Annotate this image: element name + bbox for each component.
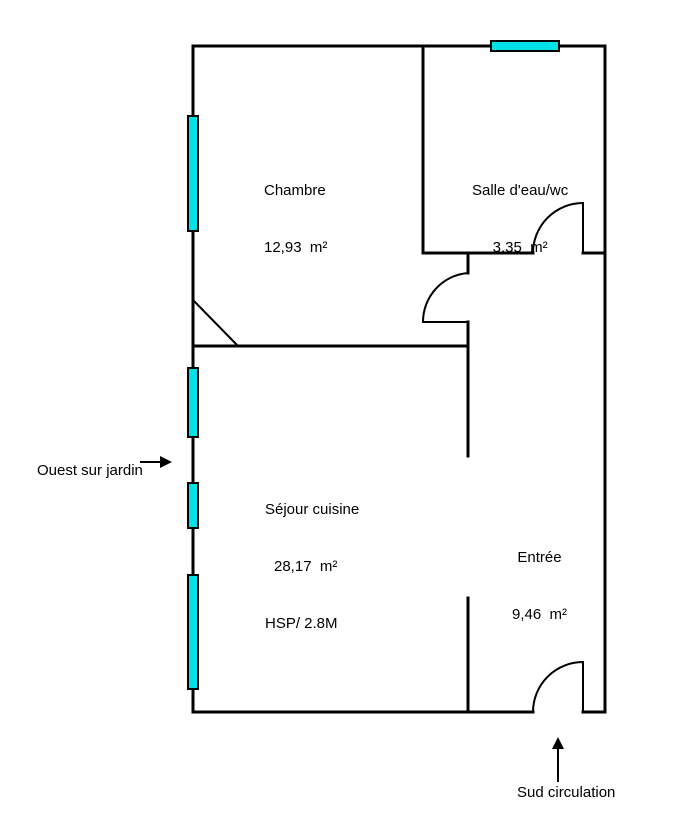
orientation-south-label: Sud circulation xyxy=(517,784,616,801)
room-salle-eau-label: Salle d'eau/wc 3,35 m² xyxy=(472,143,568,276)
room-sejour-label: Séjour cuisine 28,17 m² HSP/ 2.8M xyxy=(265,462,359,652)
bathroom-door-swing xyxy=(532,201,584,254)
room-chambre-area: 12,93 m² xyxy=(264,239,328,256)
living-window-3 xyxy=(187,574,199,690)
room-sejour-area: 28,17 m² xyxy=(274,558,338,575)
room-sejour-height: HSP/ 2.8M xyxy=(265,615,338,632)
doors xyxy=(192,201,584,713)
orientation-arrows xyxy=(140,456,564,782)
living-window-1 xyxy=(187,367,199,438)
room-sejour-name: Séjour cuisine xyxy=(265,501,360,518)
interior-walls xyxy=(191,44,607,714)
room-chambre-label: Chambre 12,93 m² xyxy=(264,143,327,276)
room-entree-area: 9,46 m² xyxy=(512,606,568,623)
living-window-2 xyxy=(187,482,199,529)
west-arrow-head-icon xyxy=(160,456,172,468)
orientation-west-label: Ouest sur jardin xyxy=(37,462,143,479)
room-salle-eau-area: 3,35 m² xyxy=(492,239,548,256)
south-arrow-head-icon xyxy=(552,737,564,749)
closet-door-swing xyxy=(192,299,239,347)
entrance-door-swing xyxy=(532,660,584,713)
bedroom-window xyxy=(187,115,199,232)
room-salle-eau-name: Salle d'eau/wc xyxy=(472,182,569,199)
room-entree-name: Entrée xyxy=(517,549,562,566)
windows xyxy=(187,40,560,690)
room-entree-label: Entrée 9,46 m² xyxy=(512,510,567,643)
bedroom-door-swing xyxy=(421,272,469,323)
bathroom-window xyxy=(490,40,560,52)
room-chambre-name: Chambre xyxy=(264,182,326,199)
